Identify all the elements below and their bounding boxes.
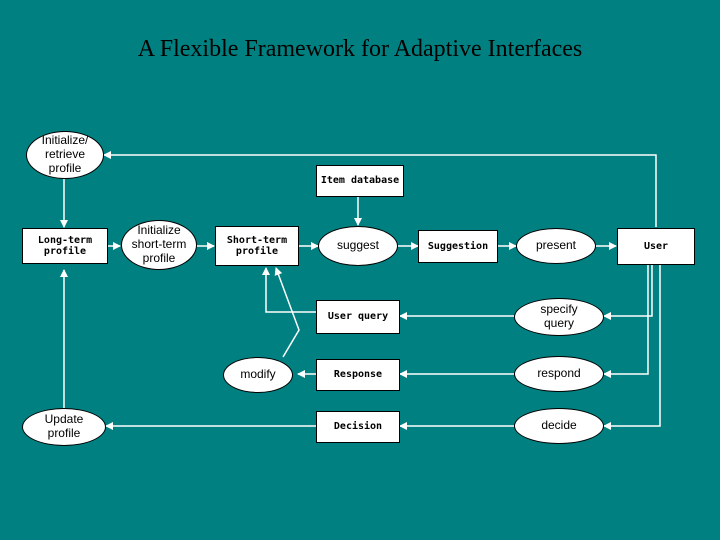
node-label: Update profile [44, 412, 84, 440]
node-label: modify [240, 367, 276, 382]
node-label: Response [333, 369, 383, 381]
initialize-retrieve-profile-node: Initialize/ retrieve profile [26, 131, 104, 179]
node-label: suggest [336, 238, 380, 253]
node-label: Long-term profile [37, 234, 93, 258]
node-label: Item database [320, 175, 400, 187]
edge-user-to-decide [603, 265, 661, 430]
decision-node: Decision [316, 411, 400, 443]
edge-userquery-to-shortterm [262, 267, 316, 313]
response-node: Response [316, 359, 400, 391]
user-node: User [617, 228, 695, 265]
modify-node: modify [223, 357, 293, 393]
suggest-node: suggest [318, 226, 398, 266]
node-label: User [643, 240, 669, 252]
diagram-title: A Flexible Framework for Adaptive Interf… [137, 36, 583, 62]
long-term-profile-node: Long-term profile [22, 228, 108, 264]
short-term-profile-node: Short-term profile [215, 226, 299, 266]
node-label: Initialize/ retrieve profile [41, 133, 89, 175]
initialize-short-term-profile-node: Initialize short-term profile [121, 220, 197, 270]
edge-user-to-specify [603, 265, 653, 320]
node-label: Initialize short-term profile [131, 223, 187, 265]
node-label: User query [327, 311, 389, 323]
decide-node: decide [514, 408, 604, 444]
edge-user-to-initprofile [103, 151, 657, 227]
edge-user-to-respond [603, 265, 649, 378]
node-label: present [535, 238, 577, 253]
node-label: Suggestion [427, 240, 489, 252]
specify-query-node: specify query [514, 298, 604, 336]
node-label: specify query [540, 302, 578, 330]
item-database-node: Item database [316, 165, 404, 197]
node-label: decide [541, 418, 577, 433]
node-label: Decision [333, 421, 383, 433]
suggestion-node: Suggestion [418, 230, 498, 263]
edge-modify-to-shortterm [274, 267, 300, 358]
user-query-node: User query [316, 300, 400, 334]
respond-node: respond [514, 356, 604, 392]
node-label: Short-term profile [226, 234, 288, 258]
update-profile-node: Update profile [22, 408, 106, 446]
present-node: present [516, 228, 596, 264]
node-label: respond [537, 366, 581, 381]
